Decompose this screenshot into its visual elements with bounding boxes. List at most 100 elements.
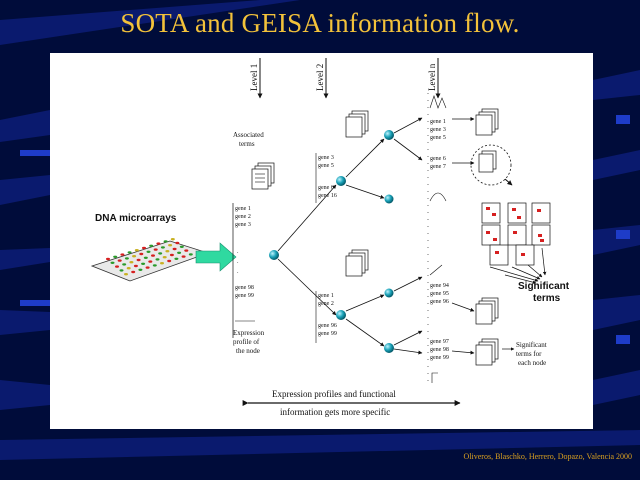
associated-terms: Associated terms — [233, 131, 264, 148]
microarray-spot — [155, 258, 160, 261]
microarray-spot — [139, 252, 144, 256]
microarray-spot — [160, 246, 165, 249]
microarray-spot — [188, 253, 193, 256]
svg-text:gene 98: gene 98 — [235, 285, 254, 291]
microarray-spot — [175, 241, 180, 245]
level-3-node-c — [384, 288, 394, 298]
microarray-spot — [141, 262, 146, 265]
svg-text:gene 3: gene 3 — [318, 155, 334, 161]
microarray-spot — [169, 253, 174, 257]
microarray-spot — [145, 266, 150, 269]
svg-text:gene 7: gene 7 — [430, 164, 446, 170]
dna-microarrays-label: DNA microarrays — [95, 213, 177, 224]
microarray-spot — [132, 255, 137, 258]
flow-diagram: Level 1 Level 2 Level n DNA microarrays … — [90, 58, 570, 417]
microarray-spot — [131, 270, 136, 274]
microarray-spot — [124, 273, 128, 276]
microarray-spot — [184, 249, 189, 252]
microarray-spot — [167, 259, 172, 263]
microarray-spot — [136, 258, 141, 262]
microarray-spot — [110, 261, 115, 264]
level-2-node-bottom — [336, 310, 346, 320]
svg-text:gene 1: gene 1 — [430, 119, 446, 125]
microarray-spot — [146, 250, 151, 253]
microarray-spot — [181, 255, 186, 258]
svg-text:each node: each node — [518, 359, 546, 367]
svg-text:terms for: terms for — [516, 350, 542, 358]
svg-text:.: . — [237, 259, 239, 265]
microarray-spot — [113, 255, 118, 258]
microarray-spot — [165, 250, 170, 253]
microarray-spot — [120, 253, 125, 256]
svg-text:gene 6: gene 6 — [430, 156, 446, 162]
microarray-spot — [119, 269, 124, 272]
significant-per-node-label: Significant terms for each node — [516, 341, 547, 367]
level-1-document-icon — [251, 162, 275, 190]
significant-terms-label-2: terms — [533, 293, 561, 304]
svg-text:.: . — [237, 269, 239, 275]
svg-text:gene 95: gene 95 — [430, 291, 449, 297]
level-2-label: Level 2 — [315, 64, 325, 91]
microarray-spot — [126, 267, 131, 270]
microarray-spot — [172, 247, 177, 251]
microarray-spot — [177, 251, 182, 254]
microarray-spot — [168, 244, 173, 247]
bottom-caption-line-2: information gets more specific — [280, 407, 390, 417]
svg-text:terms: terms — [239, 140, 255, 148]
microarray-spot — [117, 259, 122, 262]
microarray-spot — [152, 264, 157, 267]
microarray-slide-icon — [90, 238, 210, 282]
microarray-spot — [160, 262, 164, 265]
microarray-spot — [162, 256, 167, 259]
microarray-spot — [142, 246, 146, 250]
level-3-node-d — [384, 343, 394, 353]
expression-profile-label: Expression profile of the node — [233, 320, 265, 355]
significant-terms-documents — [481, 202, 551, 266]
microarray-spot — [179, 245, 184, 248]
microarray-spot — [124, 257, 129, 260]
microarray-spot — [156, 242, 161, 245]
svg-text:gene 3: gene 3 — [430, 127, 446, 133]
microarray-spot — [129, 261, 134, 264]
input-arrow-icon — [195, 242, 237, 272]
svg-text:profile of: profile of — [233, 338, 260, 346]
level-2-document-icons — [345, 110, 369, 277]
svg-text:gene 97: gene 97 — [430, 339, 449, 345]
microarray-spot — [106, 257, 110, 261]
microarray-spot — [153, 248, 158, 251]
svg-text:gene 99: gene 99 — [235, 293, 254, 299]
bottom-caption-line-1: Expression profiles and functional — [272, 389, 396, 399]
level-3-node-a — [384, 130, 394, 140]
svg-text:gene 2: gene 2 — [235, 214, 251, 220]
significant-arrows — [489, 247, 547, 284]
svg-text:gene 2: gene 2 — [318, 301, 334, 307]
microarray-spot — [158, 252, 163, 255]
microarray-spot — [163, 240, 168, 243]
microarray-spot — [143, 256, 148, 259]
microarray-spot — [134, 249, 139, 252]
microarray-spot — [149, 244, 154, 247]
level-1-node — [269, 250, 279, 260]
svg-text:Significant: Significant — [516, 341, 547, 349]
svg-text:gene 1: gene 1 — [318, 293, 334, 299]
level-2-node-top — [336, 176, 346, 186]
svg-text:gene 94: gene 94 — [430, 283, 449, 289]
microarray-spot — [174, 257, 179, 260]
svg-text:Associated: Associated — [233, 131, 264, 139]
microarray-spot — [115, 265, 119, 268]
svg-text:the node: the node — [236, 347, 260, 355]
credit-line: Oliveros, Blaschko, Herrero, Dopazo, Val… — [463, 452, 632, 461]
svg-text:gene 99: gene 99 — [430, 355, 449, 361]
level-n-gene-lists: gene 1 gene 3 gene 5 gene 6 gene 7 gene … — [427, 93, 449, 383]
svg-text:.: . — [237, 249, 239, 255]
level-2-gene-list-bottom: gene 1 gene 2 gene 96 gene 99 — [315, 291, 337, 343]
svg-text:gene 96: gene 96 — [430, 299, 449, 305]
svg-text:gene 1: gene 1 — [235, 206, 251, 212]
tree-edges — [277, 117, 423, 355]
level-1-gene-list: gene 1 gene 2 gene 3 . . . gene 98 gene … — [232, 203, 254, 338]
level-n-label: Level n — [427, 63, 437, 91]
svg-text:gene 16: gene 16 — [318, 193, 337, 199]
svg-text:gene 3: gene 3 — [235, 222, 251, 228]
svg-text:gene 6: gene 6 — [318, 185, 334, 191]
microarray-spot — [122, 263, 127, 266]
